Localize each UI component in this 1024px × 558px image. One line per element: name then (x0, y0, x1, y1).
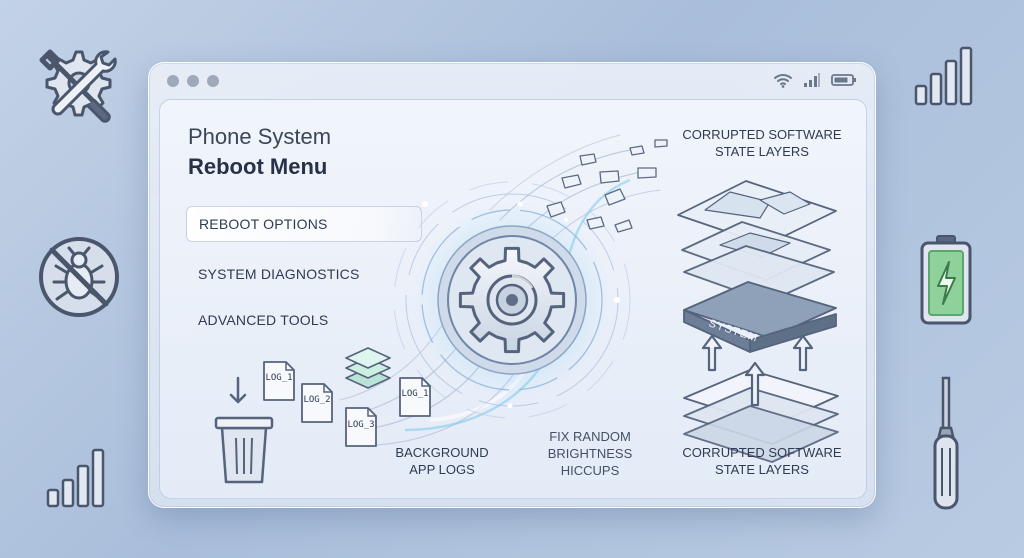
wifi-icon (773, 72, 793, 93)
brightness-caption: FIX RANDOM BRIGHTNESS HICCUPS (547, 429, 633, 478)
state-layers-graphic (677, 180, 839, 463)
log-file[interactable]: LOG_1 (398, 376, 432, 423)
logs-caption: BACKGROUND APP LOGS (395, 445, 489, 477)
window-dot-2[interactable] (187, 75, 199, 87)
layers-stack-icon (345, 347, 391, 389)
menu-item-system-diagnostics[interactable]: SYSTEM DIAGNOSTICS (198, 266, 360, 282)
log-file[interactable]: LOG_2 (300, 382, 334, 429)
log-file-label: LOG_1 (401, 389, 429, 399)
log-file-label: LOG_1 (265, 373, 293, 383)
window-title-line2: Reboot Menu (188, 154, 328, 179)
signal-bars-icon (914, 44, 980, 108)
log-file[interactable]: LOG_1 (262, 360, 296, 407)
gear-wrench-screwdriver-icon (30, 38, 122, 128)
layers-bottom-caption: CORRUPTED SOFTWARE STATE LAYERS (682, 445, 842, 477)
signal-bars-icon (46, 446, 110, 510)
content-panel: SYSTEM Phone System Reboot Menu REBOOT O… (159, 99, 867, 499)
window-dot-1[interactable] (167, 75, 179, 87)
screwdriver-icon (926, 376, 966, 516)
trash-icon[interactable] (214, 376, 274, 484)
title-bar (149, 63, 875, 99)
log-file[interactable]: LOG_3 (344, 406, 378, 453)
battery-charging-icon (918, 234, 974, 328)
status-icons (773, 72, 857, 93)
menu-item-advanced-tools[interactable]: ADVANCED TOOLS (198, 312, 329, 328)
signal-icon (803, 72, 821, 93)
log-file-label: LOG_2 (303, 395, 331, 405)
window-title-line1: Phone System (188, 124, 332, 149)
log-file-label: LOG_3 (347, 420, 375, 430)
window-dot-3[interactable] (207, 75, 219, 87)
layers-top-caption: CORRUPTED SOFTWARE STATE LAYERS (682, 127, 842, 159)
menu-item-reboot-options[interactable]: REBOOT OPTIONS (186, 206, 422, 242)
gear-icon[interactable] (437, 225, 587, 375)
battery-icon (831, 73, 857, 92)
reboot-menu-window: SYSTEM Phone System Reboot Menu REBOOT O… (148, 62, 876, 508)
swirl-graphic: SYSTEM (214, 134, 839, 484)
no-bug-icon (36, 234, 122, 320)
